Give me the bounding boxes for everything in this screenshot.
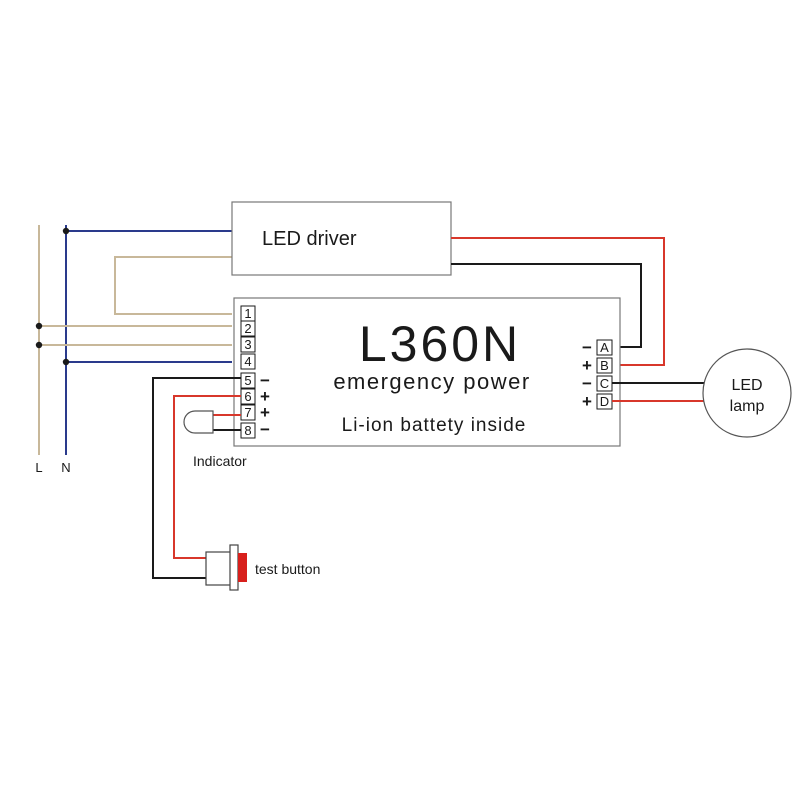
neutral-rail-label: N: [61, 460, 70, 475]
terminal-D-label: D: [600, 394, 609, 409]
terminal-B-polarity: +: [582, 356, 592, 375]
test-button-body: [205, 551, 232, 586]
terminal-5-polarity: −: [260, 371, 270, 390]
test-button-red-wire: [173, 395, 241, 559]
terminal-7-label: 7: [244, 405, 251, 420]
terminal-6-label: 6: [244, 389, 251, 404]
test-button-icon: [205, 544, 247, 591]
led-lamp-label-line2: lamp: [730, 398, 765, 415]
terminal-C-label: C: [600, 376, 609, 391]
indicator-label: Indicator: [193, 453, 247, 469]
live-rail-label: L: [35, 460, 42, 475]
driver-negative-wire: [451, 263, 642, 348]
junction-dot: [35, 322, 43, 330]
module-note: Li-ion battety inside: [342, 415, 527, 436]
terminal-7: [240, 404, 256, 421]
module-model: L360N: [359, 316, 521, 372]
terminal-4: [240, 353, 256, 370]
driver-positive-wire: [451, 237, 665, 366]
led-lamp-label-line1: LED: [731, 377, 762, 394]
terminal-8-label: 8: [244, 423, 251, 438]
terminal-8-polarity: −: [260, 420, 270, 439]
test-button-cap: [238, 553, 247, 582]
terminal-D-polarity: +: [582, 392, 592, 411]
terminal-1-label: 1: [244, 306, 251, 321]
terminal-4-label: 4: [244, 354, 251, 369]
led-driver-box: [231, 201, 452, 276]
terminal-7-polarity: +: [260, 403, 270, 422]
test-button-black-wire: [152, 377, 241, 579]
test-button-label: test button: [255, 561, 320, 577]
terminal-2: [240, 320, 256, 337]
terminal-C-polarity: −: [582, 374, 592, 393]
junction-dot: [35, 341, 43, 349]
junction-dot: [62, 227, 70, 235]
test-button-flange: [229, 544, 239, 591]
right-terminal-block: A B C D: [596, 339, 613, 410]
junction-dot: [62, 358, 70, 366]
terminal-3-label: 3: [244, 337, 251, 352]
led-driver-label: LED driver: [262, 228, 357, 250]
module-subtitle: emergency power: [333, 369, 530, 394]
terminal-6-polarity: +: [260, 387, 270, 406]
terminal-3: [240, 336, 256, 353]
terminal-A: [596, 339, 613, 356]
terminal-B-label: B: [600, 358, 609, 373]
terminal-B: [596, 357, 613, 374]
left-terminal-block: 1 2 3 4 5 6 7 8: [240, 305, 256, 439]
led-lamp: [702, 348, 792, 438]
terminal-2-label: 2: [244, 321, 251, 336]
emergency-module-box: [233, 297, 621, 447]
terminal-A-polarity: −: [582, 338, 592, 357]
indicator-led-icon: [183, 410, 214, 434]
terminal-5-label: 5: [244, 373, 251, 388]
terminal-A-label: A: [600, 340, 609, 355]
terminal-5: [240, 372, 256, 389]
driver-to-terminal-1-wire: [114, 256, 232, 315]
